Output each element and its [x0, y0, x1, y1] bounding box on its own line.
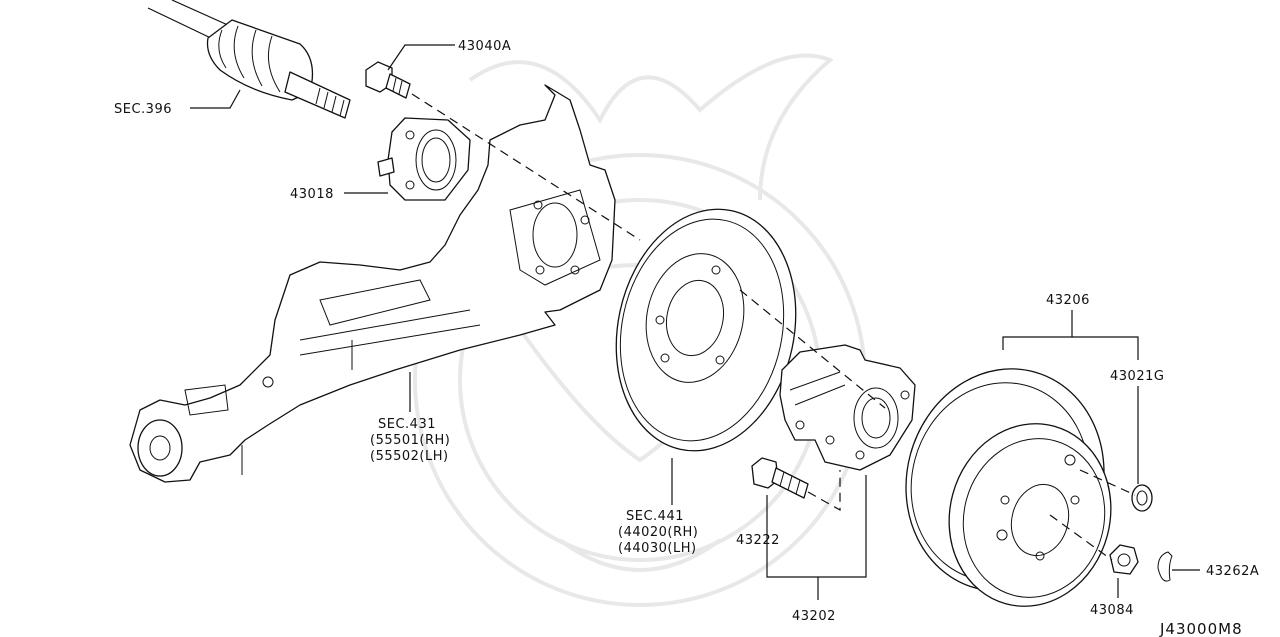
rear-axle-arm[interactable] [129, 84, 616, 483]
label-44030: (44030(LH) [618, 541, 697, 556]
assembly-center-lines [411, 93, 1136, 561]
label-43040a: 43040A [458, 39, 511, 54]
backing-plate-43018[interactable] [377, 117, 471, 201]
label-43202: 43202 [792, 609, 836, 624]
drive-shaft[interactable] [147, 0, 351, 119]
label-43262a: 43262A [1206, 564, 1259, 579]
label-43021g: 43021G [1110, 369, 1164, 384]
hub-nut-43084[interactable] [1109, 544, 1139, 575]
label-43084: 43084 [1090, 603, 1134, 618]
label-sec441: SEC.441 [626, 509, 684, 524]
label-55501: (55501(RH) [370, 433, 450, 448]
cotter-pin-43262a[interactable] [1157, 551, 1173, 582]
brake-drum-sec441[interactable] [595, 192, 818, 467]
label-43222: 43222 [736, 533, 780, 548]
hub-bolt-43222[interactable] [751, 457, 809, 499]
label-sec431: SEC.431 [378, 417, 436, 432]
grease-cap-43021g[interactable] [1131, 484, 1153, 512]
leader-lines [190, 44, 1200, 600]
brake-drum-43206[interactable] [881, 346, 1131, 624]
label-43018: 43018 [290, 187, 334, 202]
diagram-code: J43000M8 [1159, 620, 1243, 637]
label-44020: (44020(RH) [618, 525, 698, 540]
hub-assembly-43202[interactable] [779, 344, 916, 471]
label-sec396: SEC.396 [114, 102, 172, 117]
label-55502: (55502(LH) [370, 449, 449, 464]
bolt-43040a[interactable] [365, 61, 411, 99]
label-43206: 43206 [1046, 293, 1090, 308]
